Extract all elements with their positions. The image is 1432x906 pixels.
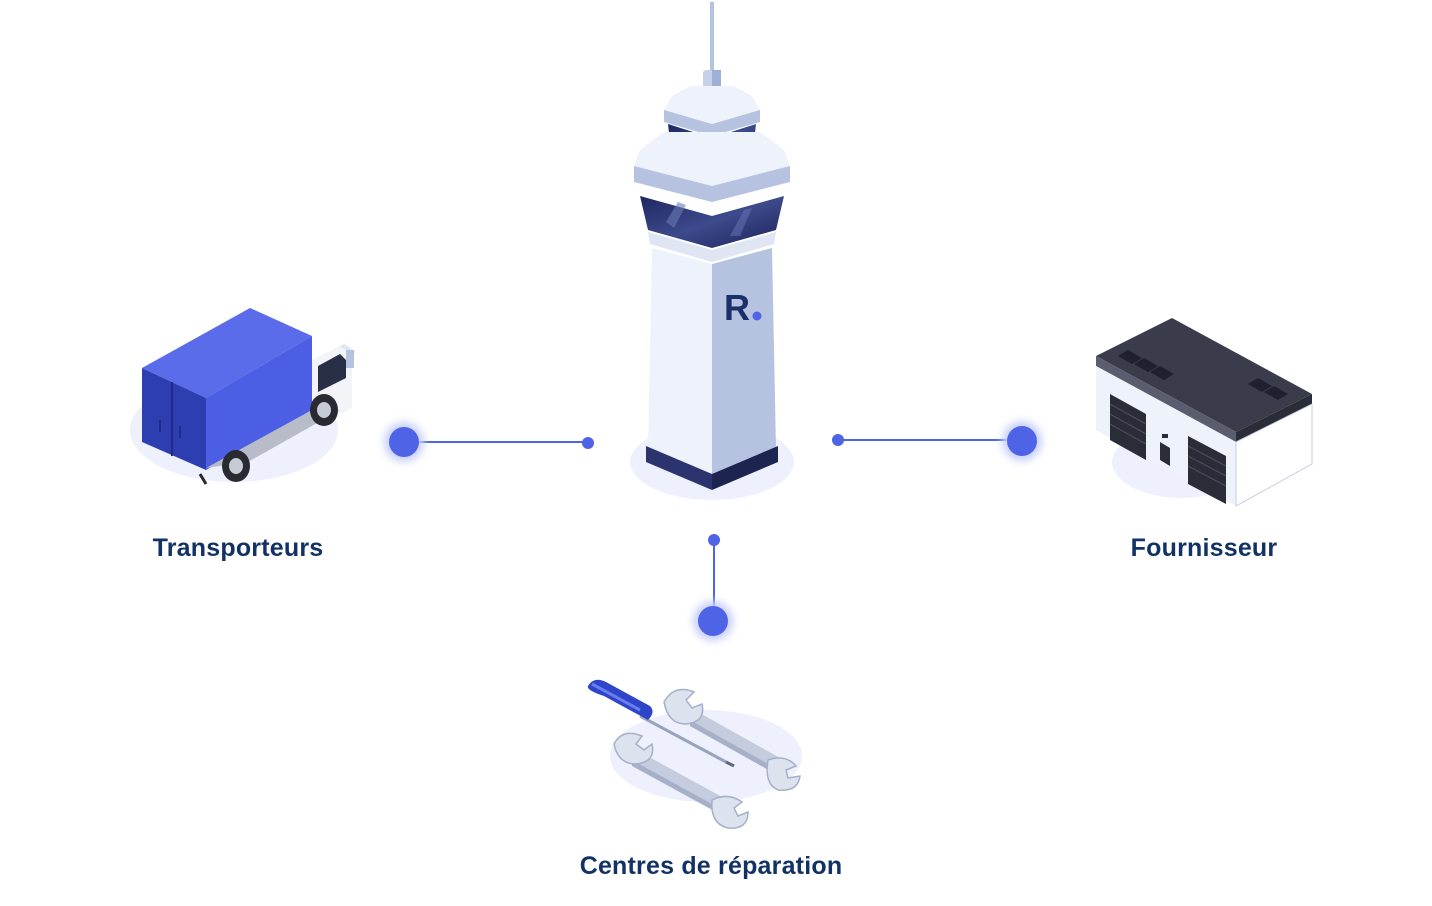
tower-logo: R [724,287,750,328]
tower-logo-dot [752,311,762,321]
connector-end-dot [582,437,594,449]
tools-icon [587,679,802,829]
truck-icon [130,308,356,485]
warehouse-icon [1096,318,1313,507]
connector-end-dot [832,434,844,446]
connector-node-repair [698,606,728,636]
label-carriers: Transporteurs [152,534,324,562]
connector-node-carriers [389,427,419,457]
connector-bottom [693,534,733,641]
connector-node-supplier [1007,426,1037,456]
label-repair-centers: Centres de réparation [579,852,843,880]
control-tower-icon [630,2,794,500]
connector-end-dot [708,534,720,546]
connector-left [384,422,594,462]
connector-right [832,421,1042,461]
label-supplier: Fournisseur [1130,534,1278,562]
